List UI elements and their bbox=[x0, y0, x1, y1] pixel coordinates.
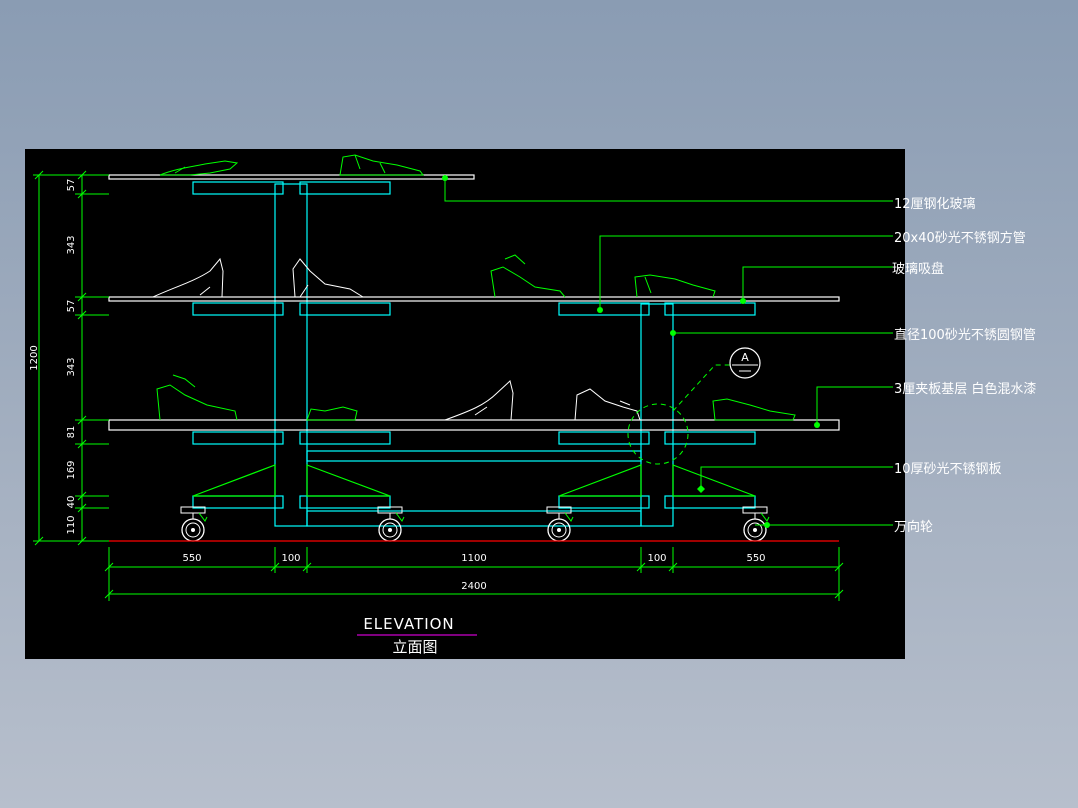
shoe-icon bbox=[152, 257, 224, 298]
shelf-bottom bbox=[108, 419, 840, 431]
dim-label: 57 bbox=[66, 179, 77, 192]
callout-glass-suction-cup: 玻璃吸盘 bbox=[892, 262, 945, 277]
glass-shelves bbox=[108, 174, 840, 431]
base-plate bbox=[192, 495, 284, 509]
caster-wheel-icon bbox=[180, 506, 208, 542]
bracket bbox=[664, 302, 756, 316]
callout-tempered-glass: 12厘钢化玻璃 bbox=[894, 197, 976, 212]
callout-plywood-base: 3厘夹板基层 白色混水漆 bbox=[894, 382, 1037, 397]
dim-total-height: 1200 bbox=[29, 345, 40, 370]
shoe-icon bbox=[574, 388, 641, 421]
dim-label: 550 bbox=[746, 553, 765, 564]
caster-wheel-icon bbox=[377, 506, 405, 542]
shelf-top bbox=[108, 174, 475, 180]
bracket bbox=[558, 302, 650, 316]
horizontal-dimensions bbox=[104, 547, 844, 601]
base-plate bbox=[558, 495, 650, 509]
shoe-icon bbox=[712, 398, 796, 421]
detail-marker: A bbox=[627, 347, 761, 465]
vertical-dimension-labels: 57 343 57 343 81 169 40 110 1200 bbox=[29, 179, 77, 535]
bracket bbox=[192, 431, 284, 445]
shoe-icon bbox=[156, 374, 238, 421]
bracket bbox=[299, 302, 391, 316]
dim-label: 40 bbox=[66, 496, 77, 509]
dim-label: 169 bbox=[66, 460, 77, 479]
dim-label: 550 bbox=[182, 553, 201, 564]
post-left bbox=[274, 183, 308, 527]
dim-label: 57 bbox=[66, 300, 77, 313]
bracket bbox=[299, 431, 391, 445]
bracket bbox=[192, 181, 284, 195]
callout-caster: 万向轮 bbox=[894, 520, 934, 535]
caster-wheel-icon bbox=[546, 506, 574, 542]
shoe-icon bbox=[306, 406, 358, 421]
drawing-title-cn: 立面图 bbox=[392, 638, 437, 656]
leader-dots bbox=[442, 175, 820, 528]
dim-label: 1100 bbox=[461, 553, 486, 564]
post-right bbox=[640, 303, 674, 527]
shoe-icon bbox=[159, 160, 239, 176]
elevation-drawing: A bbox=[29, 154, 893, 656]
callout-square-tube: 20x40砂光不锈钢方管 bbox=[894, 231, 1026, 246]
shoe-icon bbox=[339, 154, 424, 176]
support-gussets bbox=[192, 464, 756, 497]
bracket bbox=[664, 431, 756, 445]
casters bbox=[180, 506, 770, 542]
base-crossbar bbox=[306, 510, 642, 527]
shoe-icon bbox=[490, 254, 566, 298]
shoes bbox=[152, 154, 796, 421]
callout-steel-plate: 10厚砂光不锈钢板 bbox=[894, 462, 1002, 477]
base-plate bbox=[299, 495, 391, 509]
bracket bbox=[299, 181, 391, 195]
lower-crossbar bbox=[306, 450, 642, 462]
base-plate bbox=[664, 495, 756, 509]
bracket bbox=[558, 431, 650, 445]
frame-structure bbox=[192, 181, 756, 527]
cad-drawing-canvas: A bbox=[25, 149, 1036, 659]
vertical-dimensions bbox=[33, 170, 109, 546]
dim-label: 110 bbox=[66, 515, 77, 534]
shoe-icon bbox=[292, 258, 364, 298]
dim-label: 100 bbox=[281, 553, 300, 564]
callout-round-tube: 直径100砂光不锈圆钢管 bbox=[894, 328, 1036, 343]
dim-label: 343 bbox=[66, 357, 77, 376]
leader-lines bbox=[444, 178, 893, 526]
shelf-middle bbox=[108, 296, 840, 302]
dim-total-width: 2400 bbox=[461, 581, 486, 592]
bracket bbox=[192, 302, 284, 316]
detail-marker-label: A bbox=[741, 351, 749, 364]
dim-label: 81 bbox=[66, 426, 77, 439]
dim-label: 343 bbox=[66, 235, 77, 254]
shoe-icon bbox=[634, 274, 716, 298]
dim-label: 100 bbox=[647, 553, 666, 564]
horizontal-dimension-labels: 550 100 1100 100 550 2400 bbox=[182, 553, 765, 592]
shoe-icon bbox=[444, 380, 514, 421]
drawing-title-en: ELEVATION bbox=[363, 615, 454, 633]
